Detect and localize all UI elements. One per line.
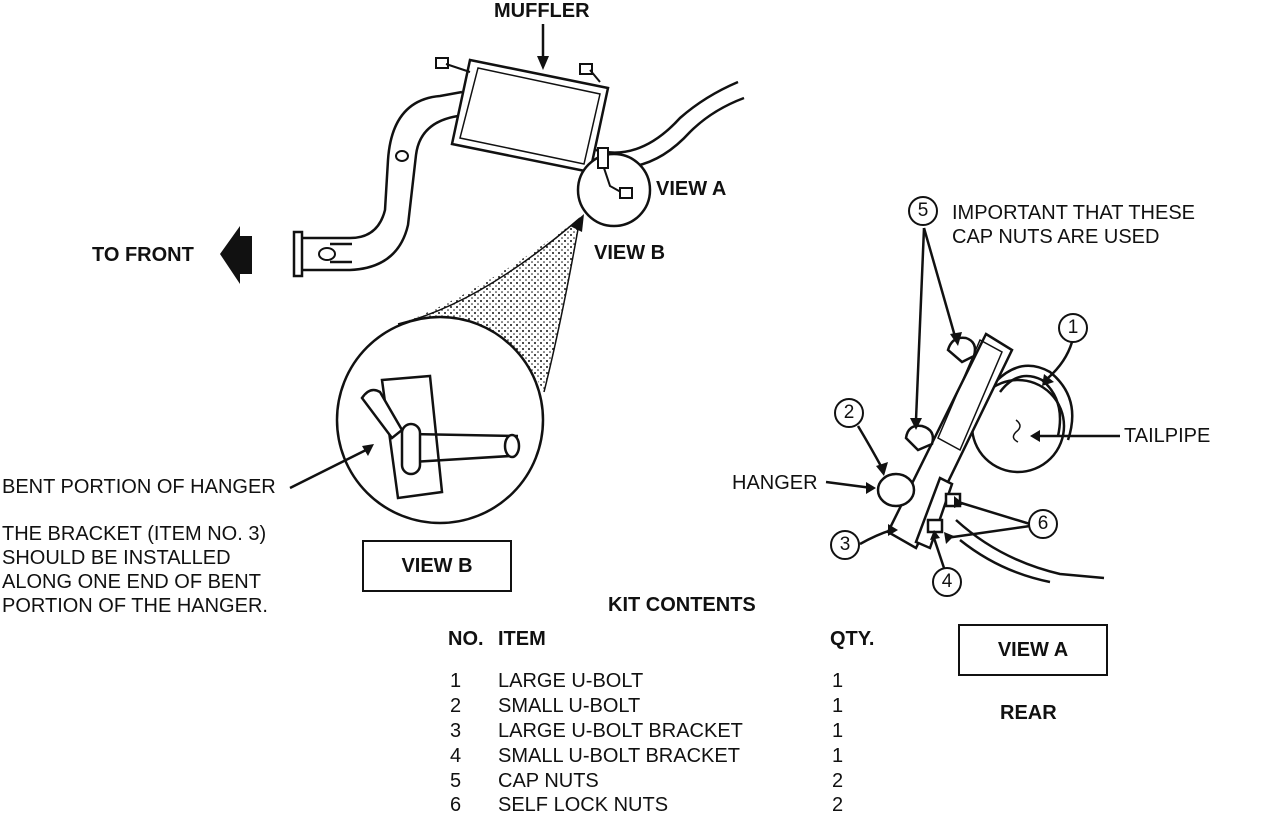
kit-header-item: ITEM: [498, 628, 546, 650]
kit-row-qty: 2: [832, 794, 844, 816]
front-flange: [292, 230, 304, 278]
view-a-large-bracket: [886, 332, 1014, 550]
bent-portion-label: BENT PORTION OF HANGER: [2, 476, 276, 498]
note-line: SHOULD BE INSTALLED: [2, 547, 231, 569]
note-line: PORTION OF THE HANGER.: [2, 595, 268, 617]
view-b-caption-box: VIEW B: [362, 540, 512, 592]
kit-row-item: SELF LOCK NUTS: [498, 794, 669, 816]
kit-row-no: 6: [450, 794, 462, 816]
view-b-detail-circle: [335, 315, 545, 525]
bracket-installation-note: THE BRACKET (ITEM NO. 3) SHOULD BE INSTA…: [2, 522, 268, 618]
note-line: IMPORTANT THAT THESE: [952, 202, 1196, 224]
kit-row-no: 3: [450, 720, 462, 742]
kit-row-no: 4: [450, 745, 462, 767]
kit-row-qty: 1: [832, 670, 844, 692]
callout-3: 3: [830, 530, 860, 560]
front-arrow-icon: [220, 226, 252, 284]
kit-row-qty: 1: [832, 695, 844, 717]
kit-header-no: NO.: [448, 628, 484, 650]
kit-row-no: 2: [450, 695, 462, 717]
tailpipe-label: TAILPIPE: [1124, 425, 1211, 447]
muffler-studs: [435, 57, 601, 83]
view-b-reference-label: VIEW B: [594, 242, 666, 264]
kit-row-no: 5: [450, 770, 462, 792]
kit-row-item: SMALL U-BOLT: [498, 695, 641, 717]
view-a-tailpipe-lower: [955, 519, 1105, 580]
muffler-shape: [450, 58, 610, 174]
view-a-detail-bracket: [597, 147, 633, 199]
view-a-reference-label: VIEW A: [656, 178, 727, 200]
to-front-label: TO FRONT: [92, 244, 194, 266]
kit-row-item: SMALL U-BOLT BRACKET: [498, 745, 740, 767]
pipe-hanger-hole: [318, 247, 336, 261]
note-line: ALONG ONE END OF BENT: [2, 571, 261, 593]
view-a-cap-nuts: [904, 336, 977, 452]
pipe-hanger-hole-2: [395, 150, 409, 162]
tailpipe-mark: [1012, 419, 1021, 443]
view-a-leaders: [825, 227, 1120, 569]
kit-row-qty: 2: [832, 770, 844, 792]
kit-row-item: LARGE U-BOLT: [498, 670, 644, 692]
view-a-detail-circle: [576, 152, 652, 228]
exhaust-pipe: [300, 90, 467, 272]
kit-contents-title: KIT CONTENTS: [608, 594, 756, 616]
cap-nut-important-note: IMPORTANT THAT THESE CAP NUTS ARE USED: [952, 201, 1195, 249]
muffler-label: MUFFLER: [494, 0, 590, 22]
hanger-label: HANGER: [732, 472, 818, 494]
view-a-arrowheads: [866, 332, 1054, 544]
kit-header-qty: QTY.: [830, 628, 875, 650]
view-b-hanger-art: [360, 374, 521, 500]
kit-row-no: 1: [450, 670, 462, 692]
note-line: CAP NUTS ARE USED: [952, 226, 1160, 248]
view-b-magnify-cone: [398, 218, 580, 392]
bent-portion-leader: [289, 446, 371, 490]
kit-row-qty: 1: [832, 720, 844, 742]
note-line: THE BRACKET (ITEM NO. 3): [2, 523, 267, 545]
kit-row-item: LARGE U-BOLT BRACKET: [498, 720, 743, 742]
view-a-caption-box: VIEW A: [958, 624, 1108, 676]
callout-2: 2: [834, 398, 864, 428]
callout-1: 1: [1058, 313, 1088, 343]
callout-5: 5: [908, 196, 938, 226]
kit-row-item: CAP NUTS: [498, 770, 599, 792]
view-a-small-bracket: [914, 476, 962, 550]
view-a-hanger-eye: [876, 472, 916, 508]
callout-4: 4: [932, 567, 962, 597]
kit-row-qty: 1: [832, 745, 844, 767]
rear-label: REAR: [1000, 702, 1057, 724]
callout-6: 6: [1028, 509, 1058, 539]
